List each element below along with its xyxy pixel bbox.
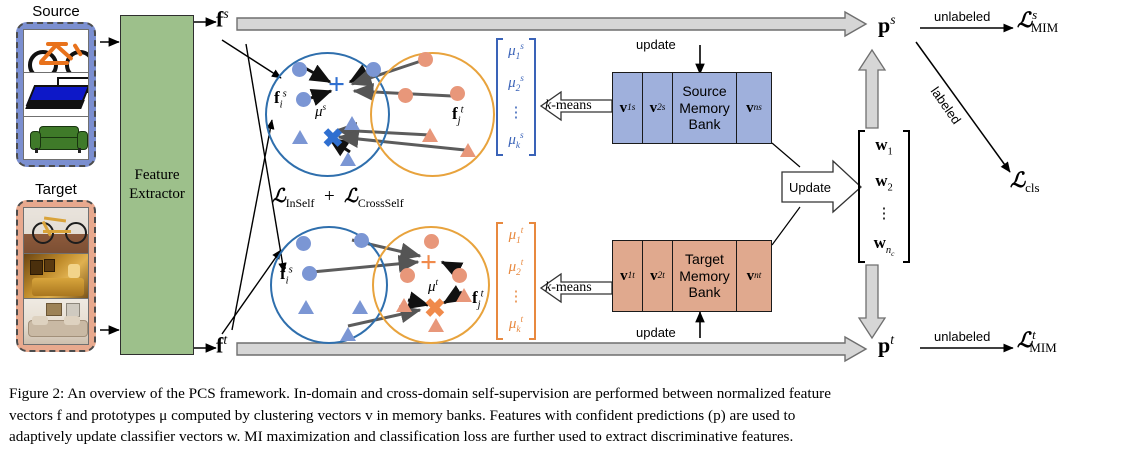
- feature-extractor-block[interactable]: Feature Extractor: [120, 15, 194, 355]
- source-bank-title-l2: Memory: [679, 99, 730, 116]
- point-target: [424, 234, 439, 249]
- target-cell-bicycle: [24, 208, 88, 254]
- target-bank-title-l2: Memory: [679, 267, 730, 284]
- source-cell-bicycle: [24, 30, 88, 74]
- point-source: [296, 236, 311, 251]
- loss-mim-target: ℒtMIM: [1017, 327, 1057, 356]
- loss-cls-sub: cls: [1025, 180, 1040, 196]
- kmeans-label-target: k-means: [545, 280, 592, 295]
- cluster-circle-target-bottom: [372, 226, 490, 344]
- prototype-label-mut: μt: [428, 278, 439, 295]
- point-target: [460, 143, 476, 157]
- vdots-proto-source: ⋮: [508, 105, 524, 121]
- caption-line-3: adaptively update classifier vectors w. …: [9, 428, 794, 446]
- source-image-panel: [16, 22, 96, 167]
- feature-target-symbol: ft: [216, 332, 228, 358]
- point-source: [302, 266, 317, 281]
- point-target: [398, 88, 413, 103]
- loss-inself-sub: InSelf: [285, 196, 315, 210]
- loss-mim-target-sub: MIM: [1029, 340, 1057, 356]
- edge-label-unlabeled-bottom: unlabeled: [934, 329, 991, 344]
- vdots-proto-target: ⋮: [508, 289, 524, 305]
- source-cell-sofa: [24, 117, 88, 159]
- target-bank-title-l1: Target: [685, 251, 724, 268]
- prediction-target-symbol: pt: [878, 332, 895, 358]
- prototype-vector-source: μ1s μ2s ⋮ μks: [496, 38, 536, 156]
- prototype-plus-source: +: [328, 68, 346, 101]
- point-target: [418, 52, 433, 67]
- cluster-label-fis-bottom: fis: [280, 264, 293, 287]
- edge-label-labeled: labeled: [927, 84, 965, 127]
- loss-cls: ℒcls: [1010, 168, 1040, 196]
- point-target: [400, 268, 415, 283]
- target-bank-title: Target Memory Bank: [673, 241, 737, 311]
- point-source: [352, 300, 368, 314]
- prototype-plus-target: +: [420, 246, 438, 279]
- loss-crossself-sub: CrossSelf: [357, 196, 404, 210]
- loss-mim-source: ℒsMIM: [1017, 7, 1059, 36]
- figure-caption: Figure 2: An overview of the PCS framewo…: [9, 383, 1121, 448]
- point-target: [422, 128, 438, 142]
- point-target: [396, 298, 412, 312]
- source-bank-update-label: update: [636, 37, 676, 52]
- point-target: [450, 86, 465, 101]
- target-bank-update-label: update: [636, 325, 676, 340]
- kmeans-label-source: k-means: [545, 98, 592, 113]
- source-panel-label: Source: [32, 3, 80, 20]
- feature-extractor-line2: Extractor: [129, 186, 185, 202]
- point-source: [340, 152, 356, 166]
- prototype-label-mus: μs: [315, 103, 327, 120]
- point-source: [354, 233, 369, 248]
- cluster-label-fis-top: fis: [274, 88, 287, 111]
- classifier-vector: w1 w2 ⋮ wnc: [858, 130, 910, 263]
- point-source: [366, 62, 381, 77]
- target-image-panel: [16, 200, 96, 352]
- update-block-label: Update: [789, 180, 831, 195]
- target-panel-label: Target: [35, 181, 77, 198]
- point-target: [452, 268, 467, 283]
- prototype-cross-source: ✖: [322, 124, 344, 153]
- caption-line-2: vectors f and prototypes μ computed by c…: [9, 406, 796, 424]
- point-source: [340, 327, 356, 341]
- target-bank-title-l3: Bank: [688, 284, 721, 301]
- edge-label-unlabeled-top: unlabeled: [934, 9, 991, 24]
- prototype-cross-target: ✖: [424, 294, 446, 323]
- source-bank-title-l3: Bank: [688, 116, 721, 133]
- point-source: [292, 62, 307, 77]
- target-cell-bedroom: [24, 253, 88, 300]
- source-bank-title-l1: Source: [682, 83, 727, 100]
- loss-mim-source-sub: MIM: [1030, 20, 1059, 36]
- point-target: [428, 318, 444, 332]
- point-source: [298, 300, 314, 314]
- prototype-vector-target: μ1t μ2t ⋮ μkt: [496, 222, 536, 340]
- source-cell-bed: [24, 73, 88, 117]
- cluster-label-fjt-bottom: fjt: [472, 288, 484, 311]
- cluster-circle-target-top: [370, 52, 495, 177]
- loss-selfsupervision-label: ℒInSelf + ℒCrossSelf: [272, 186, 404, 210]
- feature-source-symbol: fs: [216, 6, 229, 32]
- source-bank-title: Source Memory Bank: [673, 73, 737, 143]
- caption-line-1: Figure 2: An overview of the PCS framewo…: [9, 385, 831, 402]
- point-source: [292, 130, 308, 144]
- feature-extractor-line1: Feature: [134, 167, 180, 184]
- target-cell-livingroom: [24, 299, 88, 345]
- cluster-label-fjt-top: fjt: [452, 104, 464, 127]
- point-source: [344, 116, 360, 130]
- point-source: [296, 92, 311, 107]
- point-target: [456, 288, 472, 302]
- vdots-classifier: ⋮: [876, 206, 892, 223]
- prediction-source-symbol: ps: [878, 12, 896, 38]
